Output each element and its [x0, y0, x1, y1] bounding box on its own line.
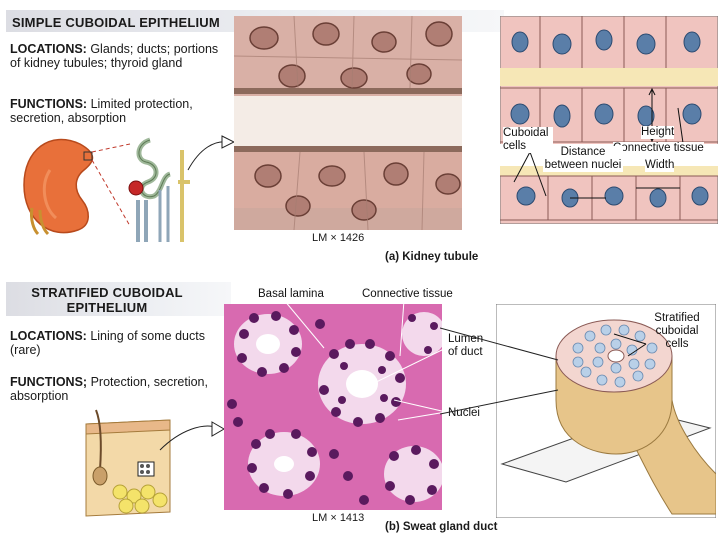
label-basal-lamina: Basal lamina: [258, 288, 324, 300]
skin-illustration: [85, 409, 225, 517]
label-connective-tissue-bottom: Connective tissue: [362, 288, 453, 300]
label-lumen-of-duct: Lumen of duct: [448, 333, 484, 358]
bottom-locations-text: Lining of some ducts (rare): [10, 329, 205, 357]
label-distance-between-nuclei: Distance between nuclei: [543, 146, 623, 172]
bottom-caption: (b) Sweat gland duct: [385, 521, 498, 533]
sweat-gland-micrograph: [224, 304, 442, 510]
simple-cuboidal-diagram: [500, 16, 718, 224]
label-width: Width: [645, 159, 675, 172]
top-lm-label: LM × 1426: [312, 232, 365, 244]
label-stratified-cuboidal-cells: Stratified cuboidal cells: [654, 312, 700, 350]
bottom-lm-label: LM × 1413: [312, 512, 365, 524]
kidney-illustration: [23, 135, 235, 242]
cross-section-leader-lines: [440, 327, 559, 415]
top-locations-label: LOCATIONS:: [10, 42, 87, 56]
stratified-cuboidal-diagram: [496, 304, 716, 518]
kidney-tubule-micrograph: [234, 16, 462, 230]
bottom-functions-text: Protection, secretion, absorption: [10, 375, 208, 403]
top-locations-text: Glands; ducts; portions of kidney tubule…: [10, 42, 219, 70]
label-cuboidal-cells: Cuboidal cells: [503, 127, 553, 153]
bottom-title: STRATIFIED CUBOIDAL EPITHELIUM: [31, 285, 183, 315]
top-functions-label: FUNCTIONS:: [10, 97, 88, 111]
bottom-functions-label: FUNCTIONS;: [10, 375, 88, 389]
top-title: SIMPLE CUBOIDAL EPITHELIUM: [12, 15, 220, 30]
micrograph-leader-lines: [283, 299, 447, 421]
bottom-locations-label: LOCATIONS:: [10, 329, 87, 343]
top-functions-text: Limited protection, secretion, absorptio…: [10, 97, 193, 125]
bottom-functions: FUNCTIONS; Protection, secretion, absorp…: [10, 375, 225, 403]
bottom-header-bar: [6, 282, 231, 316]
label-connective-tissue-top: Connective tissue: [613, 142, 704, 155]
label-nuclei: Nuclei: [448, 407, 480, 419]
bottom-locations: LOCATIONS: Lining of some ducts (rare): [10, 329, 225, 357]
top-caption: (a) Kidney tubule: [385, 251, 479, 263]
label-height: Height: [641, 126, 675, 139]
top-functions: FUNCTIONS: Limited protection, secretion…: [10, 97, 225, 125]
top-locations: LOCATIONS: Glands; ducts; portions of ki…: [10, 42, 225, 70]
